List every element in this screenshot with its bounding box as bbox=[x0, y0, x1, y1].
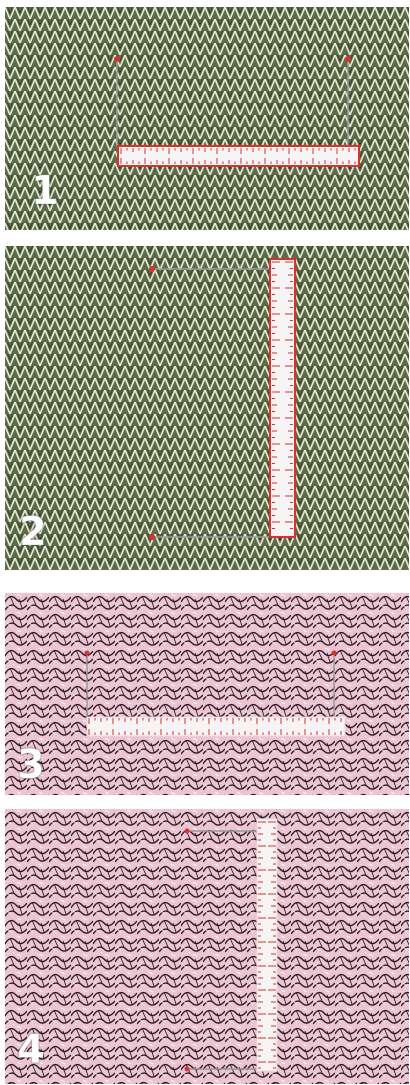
step-number: 1 bbox=[31, 171, 59, 211]
step-number: 3 bbox=[17, 745, 45, 785]
pink-knit-fabric bbox=[5, 809, 409, 1084]
gauge-step-2-panel: 2 bbox=[5, 246, 409, 570]
gauge-step-4-panel: 4 bbox=[5, 809, 409, 1084]
green-knit-fabric bbox=[5, 246, 409, 570]
measuring-ruler bbox=[87, 717, 345, 736]
pink-knit-fabric bbox=[5, 593, 409, 795]
measuring-ruler bbox=[257, 819, 277, 1071]
step-number: 2 bbox=[19, 512, 47, 552]
measuring-ruler bbox=[270, 259, 295, 537]
measuring-ruler bbox=[118, 146, 359, 166]
step-number: 4 bbox=[17, 1030, 45, 1070]
gauge-step-1-panel: 1 bbox=[5, 7, 409, 230]
gauge-step-3-panel: 3 bbox=[5, 593, 409, 795]
